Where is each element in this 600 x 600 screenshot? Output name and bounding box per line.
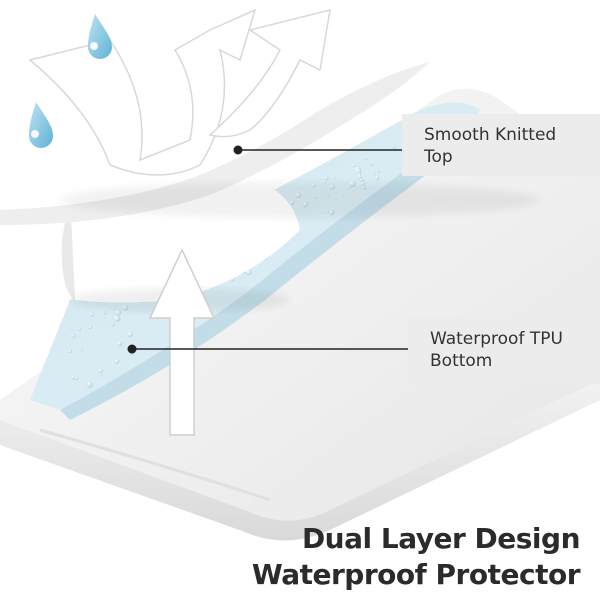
water-bead	[363, 156, 368, 161]
water-bead	[374, 175, 380, 181]
water-bead	[127, 331, 133, 338]
water-bead	[376, 169, 380, 173]
water-bead	[113, 315, 121, 322]
headline-line2: Waterproof Protector	[251, 558, 581, 591]
airflow-arrows	[28, 8, 331, 176]
water-bead	[332, 176, 336, 180]
water-bead	[71, 375, 76, 380]
callout-knitted-top: Smooth Knitted Top	[402, 114, 600, 176]
water-bead	[392, 163, 396, 166]
callout-tpu-bottom-line1: Waterproof TPU	[430, 329, 563, 349]
water-bead	[116, 340, 123, 347]
water-bead	[77, 326, 82, 331]
callout-knitted-top-line1: Smooth Knitted	[424, 125, 557, 145]
water-bead	[70, 363, 73, 366]
water-bead	[110, 322, 115, 327]
water-drop-icon	[29, 102, 53, 148]
water-bead	[68, 349, 73, 354]
water-bead	[351, 172, 354, 175]
water-bead	[114, 358, 120, 364]
water-bead	[70, 333, 76, 339]
callout-tpu-bottom-line2: Bottom	[430, 351, 493, 371]
water-bead	[88, 325, 93, 330]
water-bead	[352, 163, 356, 168]
water-bead	[102, 310, 107, 315]
headline-line1: Dual Layer Design	[301, 522, 581, 555]
water-bead	[392, 145, 396, 149]
water-bead	[74, 376, 79, 381]
water-bead	[90, 312, 95, 317]
water-bead	[369, 162, 374, 167]
up-arrow-icon	[148, 248, 216, 436]
water-bead	[245, 269, 252, 276]
water-bead	[372, 171, 376, 175]
water-bead	[357, 174, 362, 180]
water-bead	[86, 381, 93, 388]
leader-lines	[127, 145, 408, 354]
water-bead	[115, 309, 122, 316]
up-arrow-icon	[208, 8, 331, 138]
water-bead	[324, 176, 329, 181]
water-bead	[103, 316, 106, 319]
callout-tpu-bottom: Waterproof TPU Bottom	[408, 318, 600, 384]
water-bead	[98, 368, 103, 374]
callout-knitted-top-line2: Top	[424, 147, 453, 167]
water-bead	[79, 347, 83, 351]
water-bead	[99, 373, 103, 377]
water-drop-icon	[88, 14, 112, 59]
